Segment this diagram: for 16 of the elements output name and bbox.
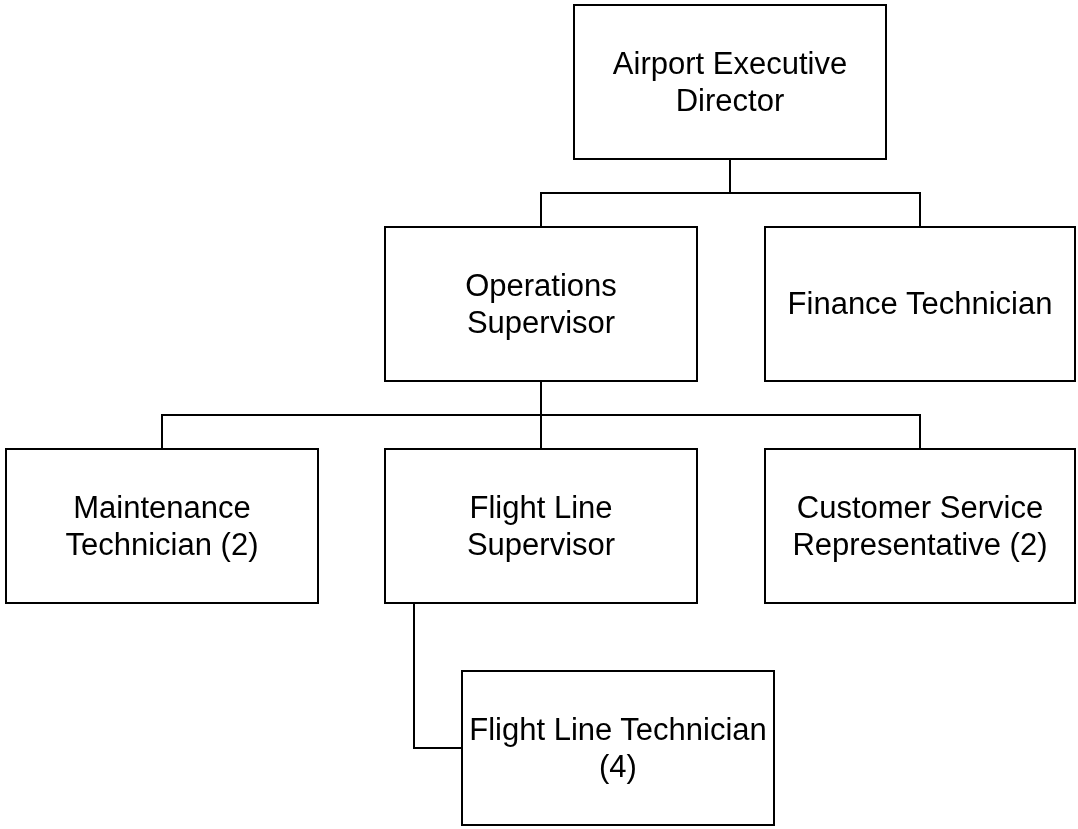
position-box: [764, 226, 1076, 382]
position-title: Operations Supervisor: [464, 266, 618, 342]
position-title: Finance Technician: [787, 285, 1053, 323]
position-box: [384, 226, 698, 382]
connector-line: [413, 603, 462, 749]
connector-line: [729, 159, 921, 227]
position-box: [461, 670, 775, 826]
position-title: Customer Service Representative (2): [791, 488, 1049, 564]
position-title: Maintenance Technician (2): [64, 488, 260, 564]
position-title: Airport Executive Director: [611, 44, 849, 120]
position-title: Flight Line Supervisor: [465, 488, 617, 564]
position-box: [384, 448, 698, 604]
position-title: Flight Line Technician (4): [469, 710, 767, 786]
position-box: [573, 4, 887, 160]
position-box: [764, 448, 1076, 604]
position-box: [5, 448, 319, 604]
